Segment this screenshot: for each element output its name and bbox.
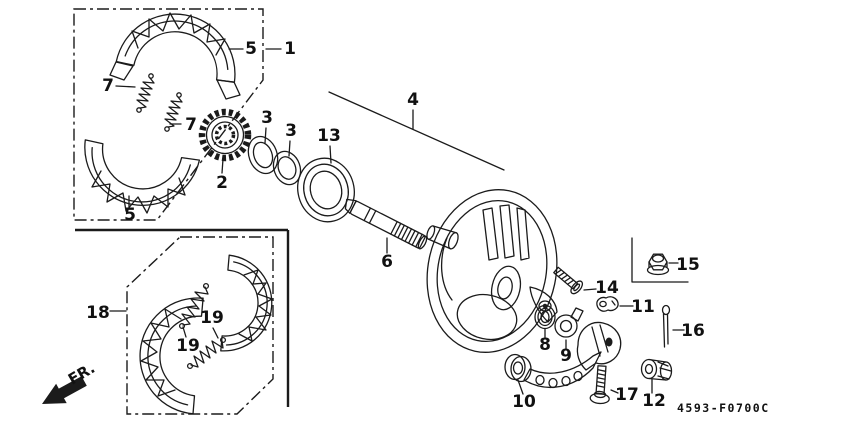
fr-direction-arrow: FR. (42, 359, 98, 404)
callout-7-left: 7 (102, 76, 114, 96)
assembly-18-box (126, 236, 274, 415)
callout-11: 11 (631, 297, 655, 317)
arm-bolt (589, 365, 610, 405)
assembly-18-frame (75, 228, 290, 407)
set-spring-upper (178, 282, 210, 330)
callout-5-bottom: 5 (124, 205, 136, 225)
cotter-pin (661, 304, 671, 348)
pivot-dust-seal (534, 304, 556, 330)
shoe-spring-right (164, 92, 183, 132)
dust-seal-large (297, 157, 355, 223)
brake-arm (504, 321, 622, 389)
panel-screw (553, 266, 584, 295)
leader-lines (109, 48, 689, 395)
callout-12: 12 (642, 391, 666, 411)
brake-shoe-bottom (84, 139, 201, 214)
brake-spindle (344, 198, 428, 250)
arm-joint-piece (596, 296, 619, 312)
callout-14: 14 (595, 278, 619, 298)
thrust-washer-b (272, 150, 302, 186)
set-spring-lower (186, 336, 227, 370)
assembly-1-box (73, 8, 264, 221)
brake-shoe-top (109, 12, 241, 100)
shoe-set-right (220, 254, 273, 352)
callout-9: 9 (560, 346, 572, 366)
callout-3-b: 3 (285, 121, 297, 141)
callout-13: 13 (317, 126, 341, 146)
callout-3-a: 3 (261, 108, 273, 128)
callout-6: 6 (381, 252, 393, 272)
wear-indicator-plate (554, 307, 584, 338)
callout-16: 16 (681, 321, 705, 341)
callout-18: 18 (86, 303, 110, 323)
callout-19-b: 19 (176, 336, 200, 356)
brake-cam-gear (198, 108, 252, 162)
callout-7-right: 7 (185, 115, 197, 135)
doc-code: 4593-F0700C (677, 401, 770, 415)
brake-panel (426, 189, 558, 353)
spindle-collar (426, 225, 459, 250)
flange-nut (646, 253, 670, 276)
callout-10: 10 (512, 392, 536, 412)
callout-4: 4 (407, 90, 419, 110)
shoe-set-left (139, 297, 204, 415)
callout-5-top: 5 (245, 39, 257, 59)
shoe-spring-left (136, 73, 155, 113)
callout-2: 2 (216, 173, 228, 193)
callout-19-a: 19 (200, 308, 224, 328)
callout-15: 15 (676, 255, 700, 275)
thrust-washer-a (247, 135, 279, 175)
callout-1: 1 (284, 39, 296, 59)
callout-8: 8 (539, 335, 551, 355)
callout-17: 17 (615, 385, 639, 405)
lock-nut (640, 358, 673, 381)
